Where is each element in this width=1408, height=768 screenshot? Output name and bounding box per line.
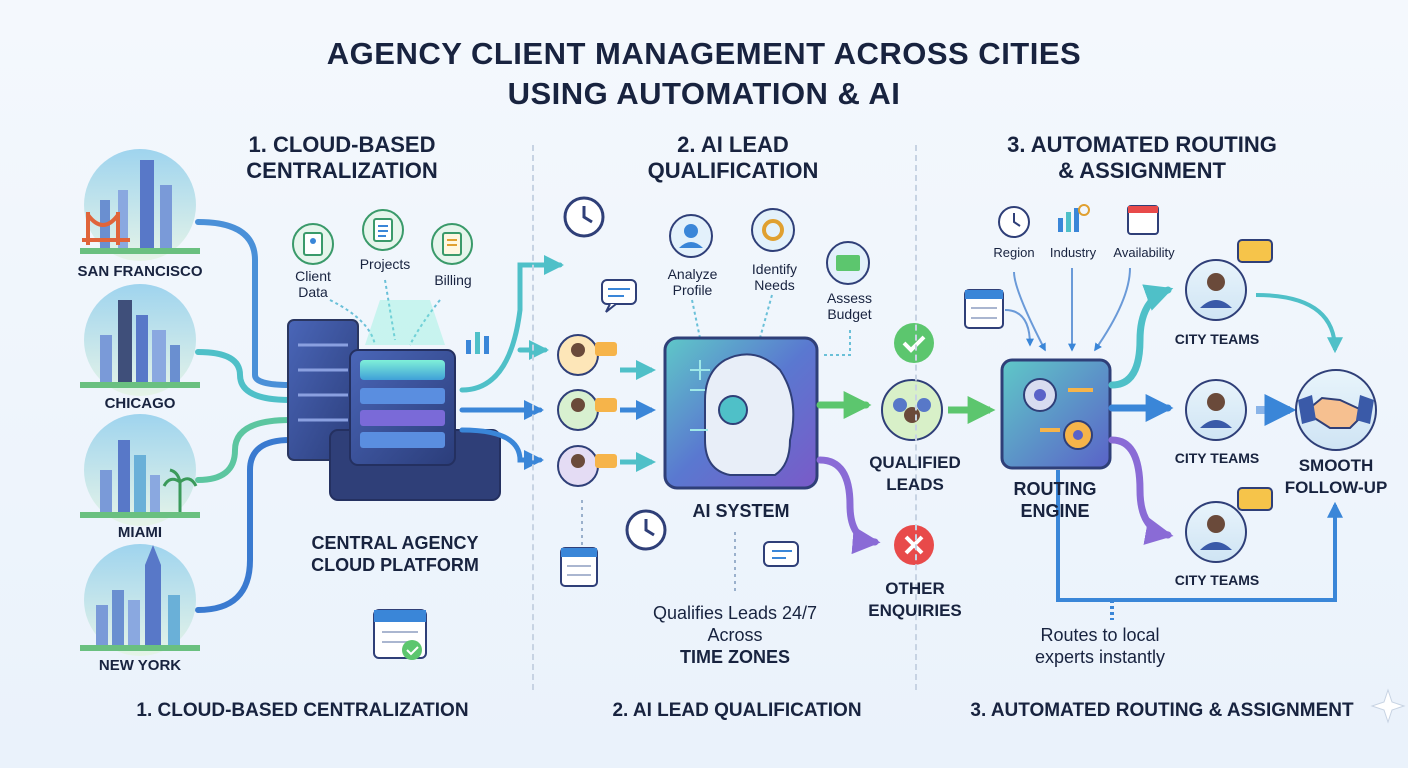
- billing-label: Billing: [434, 272, 472, 288]
- new-york-skyline-icon: [80, 544, 200, 656]
- bottom-label-1: 1. CLOUD-BASED CENTRALIZATION: [136, 700, 469, 721]
- handshake-icon: [1295, 369, 1377, 451]
- analyze-profile-icon: [669, 214, 713, 258]
- note-leaders: [581, 500, 736, 595]
- ai-output-arrows: [816, 391, 881, 555]
- ai-note: Qualifies Leads 24/7 Across TIME ZONES: [652, 603, 818, 667]
- city-team-avatar-3: [1185, 487, 1273, 563]
- miami-skyline-icon: [80, 414, 200, 526]
- section-divider: [915, 145, 917, 690]
- projects-icon: [362, 209, 404, 251]
- assess-budget-icon: [826, 241, 870, 285]
- qualified-leads-group-icon: [881, 379, 943, 441]
- calendar-check-icon: [373, 609, 427, 660]
- platform-output-arrows: [459, 255, 564, 470]
- icon-connectors: [329, 279, 441, 346]
- reject-badge-icon: [894, 525, 934, 565]
- city-teams-label-3: CITY TEAMS: [1174, 572, 1260, 588]
- criteria-arrows: [1004, 267, 1131, 352]
- ai-system-label: AI SYSTEM: [692, 501, 790, 521]
- chat-icon-2: [763, 541, 799, 567]
- lead-avatar-1: [557, 334, 617, 376]
- calendar-icon: [560, 547, 598, 587]
- lead-avatar-2: [557, 389, 617, 431]
- city-label-new-york: NEW YORK: [98, 657, 182, 674]
- city-label-san-francisco: SAN FRANCISCO: [77, 263, 203, 280]
- page-title: AGENCY CLIENT MANAGEMENT ACROSS CITIES U…: [326, 36, 1082, 111]
- cloud-server-icon: [287, 300, 501, 501]
- industry-chart-icon: [1058, 204, 1090, 232]
- section-divider: [532, 145, 534, 690]
- sparkle-icon: [1370, 688, 1406, 724]
- criteria-availability-label: Availability: [1113, 245, 1175, 260]
- san-francisco-skyline-icon: [80, 149, 200, 261]
- city-connectors: [195, 219, 293, 613]
- team-to-followup-arrows: [1056, 293, 1343, 620]
- region-clock-icon: [998, 206, 1030, 238]
- clock-icon-2: [625, 509, 667, 551]
- city-team-avatar-1: [1185, 239, 1273, 321]
- chat-icon: [601, 279, 637, 313]
- availability-calendar-icon: [1127, 205, 1159, 235]
- identify-needs-icon: [751, 208, 795, 252]
- clock-icon: [563, 196, 605, 238]
- lead-avatar-3: [557, 445, 617, 487]
- calendar-icon-3: [964, 289, 1004, 329]
- city-team-avatar-2: [1185, 379, 1247, 441]
- routing-note: Routes to local experts instantly: [1034, 625, 1166, 667]
- check-badge-icon: [894, 323, 934, 363]
- city-teams-label-2: CITY TEAMS: [1174, 450, 1260, 466]
- section-header-3: 3. AUTOMATED ROUTING& ASSIGNMENT: [1007, 132, 1277, 183]
- ai-step-connectors: [691, 294, 851, 356]
- billing-icon: [431, 223, 473, 265]
- lead-to-ai-arrows: [620, 360, 656, 472]
- chicago-skyline-icon: [80, 284, 200, 396]
- city-teams-label-1: CITY TEAMS: [1174, 331, 1260, 347]
- bottom-label-2: 2. AI LEAD QUALIFICATION: [612, 700, 862, 721]
- client-data-icon: [292, 223, 334, 265]
- projects-label: Projects: [359, 256, 411, 272]
- criteria-region-label: Region: [993, 245, 1035, 260]
- criteria-industry-label: Industry: [1049, 245, 1097, 260]
- ai-system-icon: [663, 336, 819, 490]
- bottom-label-3: 3. AUTOMATED ROUTING & ASSIGNMENT: [970, 700, 1354, 721]
- chart-bars-icon: [466, 332, 489, 354]
- routing-engine-icon: [1000, 358, 1112, 470]
- routing-output-arrows: [1108, 284, 1174, 545]
- city-label-miami: MIAMI: [117, 524, 163, 541]
- city-label-chicago: CHICAGO: [104, 395, 176, 412]
